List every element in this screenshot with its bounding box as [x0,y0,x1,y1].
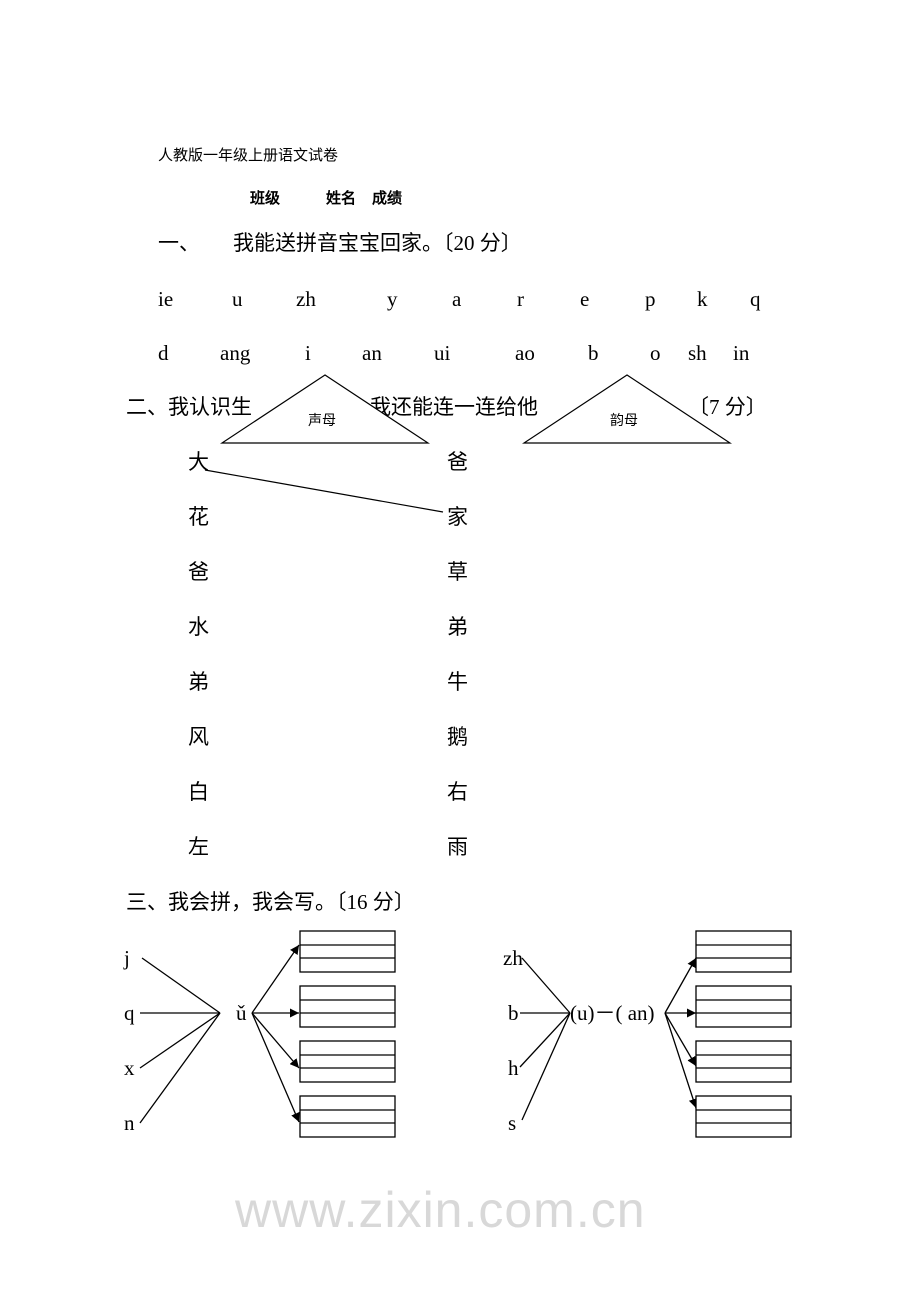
section2-heading-c: 〔7 分〕 [688,395,767,419]
left-character: 白 [188,780,209,804]
right-final: (u)－( an) [570,1001,655,1025]
writing-box [695,930,792,973]
right-character: 鹅 [447,725,468,749]
connector-line [139,1012,221,1124]
left-character: 左 [188,835,209,859]
writing-box [299,1095,396,1138]
pinyin-item: q [750,287,761,311]
section1-number: 一、 [158,231,200,255]
left-initial: n [124,1111,135,1135]
connector-line [139,1012,221,1069]
left-final: ǔ [236,1001,247,1025]
pinyin-item: ie [158,287,174,311]
triangle-initials [220,374,430,444]
pinyin-item: ao [515,341,535,365]
pinyin-item: i [305,341,311,365]
connector-line [521,1012,571,1121]
pinyin-item: in [733,341,750,365]
left-character: 水 [188,615,209,639]
right-character: 弟 [447,615,468,639]
right-character: 右 [447,780,468,804]
pinyin-item: p [645,287,656,311]
section2-heading-b: 我还能连一连给他 [370,395,538,419]
left-initial: q [124,1001,135,1025]
connector-line [521,957,571,1014]
writing-box [695,985,792,1028]
pinyin-item: o [650,341,661,365]
pinyin-item: y [387,287,398,311]
writing-box [299,930,396,973]
left-initial: j [124,946,130,970]
pinyin-item: k [697,287,708,311]
triangle-label-initials: 声母 [308,414,336,429]
name-label: 姓名 [326,191,357,207]
pinyin-item: ui [434,341,451,365]
pinyin-item: a [452,287,462,311]
triangle-label-finals: 韵母 [610,414,638,429]
pinyin-item: ang [220,341,251,365]
pinyin-item: r [517,287,524,311]
right-initial: h [508,1056,519,1080]
connector-line [141,957,221,1014]
arrow [664,1012,698,1109]
arrow [251,944,300,1014]
left-character: 花 [188,505,209,529]
arrow [664,957,697,1014]
pinyin-item: b [588,341,599,365]
right-character: 家 [447,505,468,529]
right-initial: b [508,1001,519,1025]
pinyin-item: zh [296,287,316,311]
right-initial: zh [503,946,523,970]
right-character: 牛 [447,670,468,694]
pinyin-item: e [580,287,590,311]
writing-box [299,985,396,1028]
right-character: 爸 [447,450,468,474]
right-character: 雨 [447,835,468,859]
left-character: 爸 [188,560,209,584]
left-character: 大 [188,450,209,474]
right-initial: s [508,1111,517,1135]
pinyin-item: d [158,341,169,365]
arrow [251,1012,300,1123]
section3-heading: 三、我会拼，我会写。〔16 分〕 [126,890,415,914]
score-label: 成绩 [372,191,403,207]
section2-heading-a: 二、我认识生 [126,395,252,419]
example-match-line [204,469,444,513]
arrow [251,1012,300,1069]
arrow [664,1012,697,1067]
left-character: 弟 [188,670,209,694]
left-character: 风 [188,725,209,749]
pinyin-item: an [362,341,382,365]
writing-box [299,1040,396,1083]
pinyin-item: sh [688,341,707,365]
pinyin-item: u [232,287,243,311]
writing-box [695,1095,792,1138]
triangle-finals [522,374,732,444]
connector-line [519,1012,571,1068]
right-character: 草 [447,560,468,584]
page-title: 人教版一年级上册语文试卷 [158,148,339,164]
left-initial: x [124,1056,135,1080]
section1-heading: 我能送拼音宝宝回家。〔20 分〕 [233,231,522,255]
class-label: 班级 [250,191,281,207]
watermark: www.zixin.com.cn [235,1182,646,1238]
writing-box [695,1040,792,1083]
